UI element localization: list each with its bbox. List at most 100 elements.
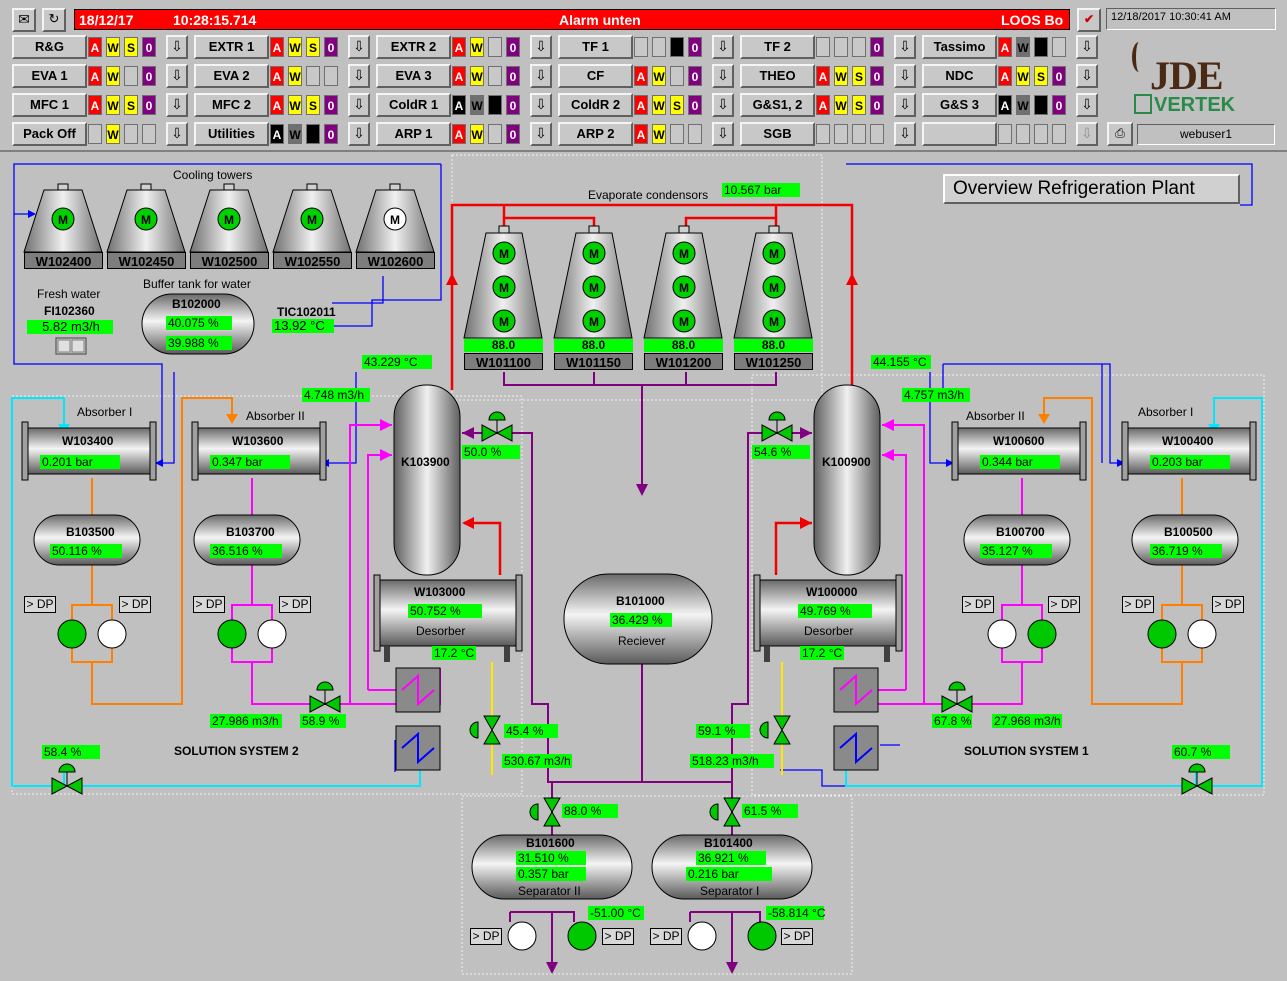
- area-button[interactable]: G&S1, 2: [740, 93, 815, 117]
- area-button[interactable]: MFC 2: [194, 93, 269, 117]
- dp-button[interactable]: > DP: [24, 596, 56, 613]
- dp-button[interactable]: > DP: [781, 928, 813, 945]
- dp-button[interactable]: > DP: [193, 596, 225, 613]
- dp-button[interactable]: > DP: [650, 928, 682, 945]
- dp-button[interactable]: > DP: [119, 596, 151, 613]
- area-button[interactable]: NDC: [922, 64, 997, 88]
- area-button[interactable]: ColdR 2: [558, 93, 633, 117]
- condensor-tag[interactable]: W101100: [464, 353, 543, 370]
- area-button[interactable]: TF 2: [740, 35, 815, 59]
- motor-icon: [383, 207, 407, 231]
- motor-label: M: [224, 213, 234, 227]
- area-button[interactable]: MFC 1: [12, 93, 87, 117]
- area-button[interactable]: ARP 1: [376, 122, 451, 146]
- area-drilldown-button[interactable]: ⇩: [348, 35, 370, 59]
- valve-k103900-value[interactable]: 50.0 %: [462, 445, 520, 459]
- cooling-tower: M: [355, 183, 435, 253]
- area-drilldown-button[interactable]: ⇩: [348, 64, 370, 88]
- area-drilldown-button[interactable]: ⇩: [894, 93, 916, 117]
- condensor-tag[interactable]: W101200: [644, 353, 723, 370]
- area-button[interactable]: THEO: [740, 64, 815, 88]
- k103900-tag: K103900: [401, 455, 450, 469]
- area-button[interactable]: EXTR 2: [376, 35, 451, 59]
- valve-sep2-value[interactable]: 88.0 %: [562, 804, 618, 818]
- b101000-value: 36.429 %: [610, 613, 672, 627]
- window-icon-button[interactable]: ↻: [42, 8, 66, 32]
- dp-button[interactable]: > DP: [1212, 596, 1244, 613]
- area-drilldown-button[interactable]: ⇩: [166, 35, 188, 59]
- valve-cw2-value[interactable]: 58.4 %: [42, 745, 100, 759]
- valve-right2-value[interactable]: 59.1 %: [696, 724, 750, 738]
- area-drilldown-button[interactable]: ⇩: [712, 64, 734, 88]
- condensor-tag[interactable]: W101250: [734, 353, 813, 370]
- area-button[interactable]: EVA 2: [194, 64, 269, 88]
- area-button-empty[interactable]: [922, 122, 997, 146]
- area-button[interactable]: ColdR 1: [376, 93, 451, 117]
- area-drilldown-button[interactable]: ⇩: [1076, 35, 1098, 59]
- valve-left2-value[interactable]: 45.4 %: [504, 724, 558, 738]
- area-button[interactable]: Pack Off: [12, 122, 87, 146]
- alarm-bar[interactable]: 18/12/17 10:28:15.714 Alarm unten LOOS B…: [74, 9, 1070, 30]
- area-button[interactable]: SGB: [740, 122, 815, 146]
- reciever-label: Reciever: [618, 634, 666, 648]
- condensor-tag[interactable]: W101150: [554, 353, 633, 370]
- area-button[interactable]: CF: [558, 64, 633, 88]
- area-button[interactable]: G&S 3: [922, 93, 997, 117]
- area-button[interactable]: R&G: [12, 35, 87, 59]
- area-drilldown-button[interactable]: ⇩: [530, 35, 552, 59]
- valve-sol2-value[interactable]: 58.9 %: [300, 714, 346, 728]
- area-button[interactable]: ARP 2: [558, 122, 633, 146]
- area-drilldown-button[interactable]: ⇩: [530, 93, 552, 117]
- app-icon-button[interactable]: ✉: [12, 8, 36, 32]
- area-button[interactable]: EVA 3: [376, 64, 451, 88]
- acknowledge-button[interactable]: ✔: [1077, 8, 1101, 32]
- area-drilldown-button[interactable]: ⇩: [712, 93, 734, 117]
- dp-button[interactable]: > DP: [1122, 596, 1154, 613]
- valve-k100900-value[interactable]: 54.6 %: [752, 445, 810, 459]
- cooling-tower-tag[interactable]: W102400: [24, 252, 103, 269]
- cooling-tower-tag[interactable]: W102500: [190, 252, 269, 269]
- area-drilldown-button[interactable]: ⇩: [530, 122, 552, 146]
- cooling-tower-tag[interactable]: W102450: [107, 252, 186, 269]
- area-button[interactable]: EVA 1: [12, 64, 87, 88]
- area-drilldown-button[interactable]: ⇩: [712, 35, 734, 59]
- temp-left: 43.229 °C: [362, 355, 432, 369]
- cooling-tower-tag[interactable]: W102600: [356, 252, 435, 269]
- area-drilldown-button[interactable]: ⇩: [1076, 93, 1098, 117]
- area-drilldown-button[interactable]: ⇩: [1076, 64, 1098, 88]
- area-button[interactable]: TF 1: [558, 35, 633, 59]
- area-drilldown-button[interactable]: ⇩: [166, 93, 188, 117]
- fi102360-value[interactable]: 5.82 m3/h: [27, 320, 113, 334]
- area-drilldown-button[interactable]: ⇩: [166, 64, 188, 88]
- motor-icon: [492, 241, 516, 265]
- area-drilldown-button[interactable]: ⇩: [348, 93, 370, 117]
- area-button[interactable]: Utilities: [194, 122, 269, 146]
- print-button[interactable]: ⎙: [1107, 122, 1133, 146]
- area-drilldown-button[interactable]: ⇩: [1076, 122, 1098, 146]
- area-button[interactable]: EXTR 1: [194, 35, 269, 59]
- area-drilldown-button[interactable]: ⇩: [712, 122, 734, 146]
- arrow-down-icon: ⇩: [535, 38, 547, 54]
- status-lamp-A: [306, 124, 320, 144]
- area-drilldown-button[interactable]: ⇩: [530, 64, 552, 88]
- valve-cw1-value[interactable]: 60.7 %: [1172, 745, 1230, 759]
- area-drilldown-button[interactable]: ⇩: [894, 122, 916, 146]
- area-drilldown-button[interactable]: ⇩: [894, 64, 916, 88]
- flow-sol2: 27.986 m3/h: [210, 714, 282, 728]
- valve-sep1-value[interactable]: 61.5 %: [742, 804, 798, 818]
- cooling-tower-tag[interactable]: W102550: [273, 252, 352, 269]
- dp-button[interactable]: > DP: [279, 596, 311, 613]
- w103400-value: 0.201 bar: [40, 455, 120, 469]
- dp-button[interactable]: > DP: [962, 596, 994, 613]
- w103000-tag: W103000: [414, 585, 466, 599]
- dp-button[interactable]: > DP: [470, 928, 502, 945]
- area-drilldown-button[interactable]: ⇩: [894, 35, 916, 59]
- dp-button[interactable]: > DP: [1048, 596, 1080, 613]
- purple-lines: [462, 372, 812, 965]
- area-button[interactable]: Tassimo: [922, 35, 997, 59]
- area-drilldown-button[interactable]: ⇩: [348, 122, 370, 146]
- valve-sol1-value[interactable]: 67.8 %: [932, 714, 972, 728]
- tic102011-value[interactable]: 13.92 °C: [272, 319, 334, 333]
- dp-button[interactable]: > DP: [602, 928, 634, 945]
- area-drilldown-button[interactable]: ⇩: [166, 122, 188, 146]
